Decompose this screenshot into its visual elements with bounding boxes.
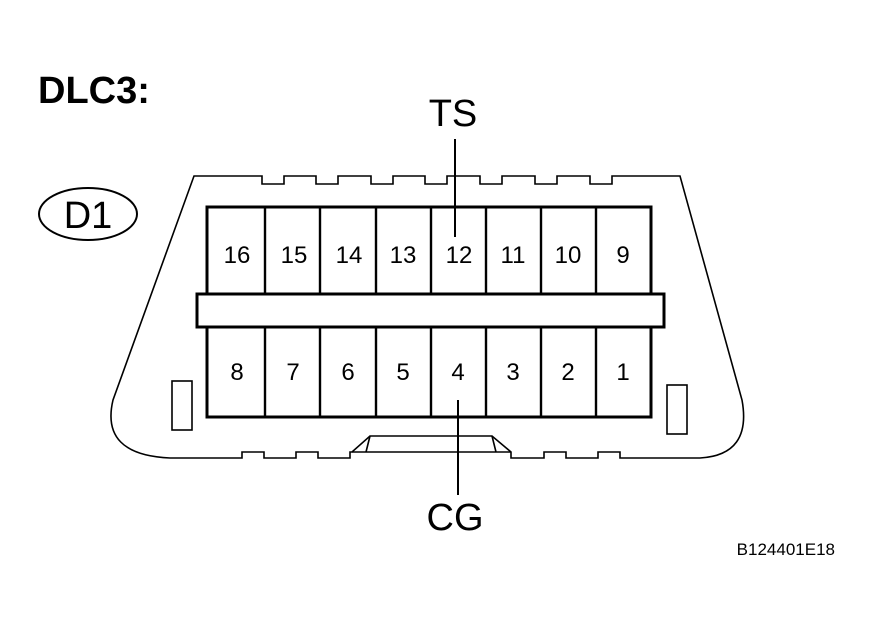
pin-7: 7 bbox=[286, 359, 299, 386]
top-row-pins: 16 15 14 13 12 11 10 9 bbox=[224, 242, 630, 269]
bottom-row-pins: 8 7 6 5 4 3 2 1 bbox=[230, 359, 629, 386]
pin-14: 14 bbox=[336, 242, 363, 269]
pin-16: 16 bbox=[224, 242, 251, 269]
connector-housing bbox=[110, 175, 745, 459]
connector-key-slot bbox=[352, 435, 511, 453]
bottom-row-dividers bbox=[263, 327, 598, 417]
figure-code: B124401E18 bbox=[737, 540, 835, 559]
pin-10: 10 bbox=[555, 242, 582, 269]
top-row-dividers bbox=[263, 207, 598, 294]
pin-15: 15 bbox=[281, 242, 308, 269]
right-latch bbox=[666, 384, 688, 435]
label-ts: TS bbox=[429, 93, 478, 135]
pin-12: 12 bbox=[446, 242, 473, 269]
pin-3: 3 bbox=[506, 359, 519, 386]
pin-11: 11 bbox=[501, 242, 526, 269]
pin-9: 9 bbox=[616, 242, 629, 269]
diagram-title: DLC3: bbox=[38, 70, 150, 112]
center-divider bbox=[195, 292, 666, 329]
label-cg: CG bbox=[427, 497, 484, 539]
pin-1: 1 bbox=[616, 359, 629, 386]
pin-13: 13 bbox=[390, 242, 417, 269]
pin-2: 2 bbox=[561, 359, 574, 386]
left-latch bbox=[171, 380, 193, 431]
pin-6: 6 bbox=[341, 359, 354, 386]
pin-4: 4 bbox=[451, 359, 464, 386]
connector-id-label: D1 bbox=[64, 195, 113, 237]
pin-8: 8 bbox=[230, 359, 243, 386]
pin-5: 5 bbox=[396, 359, 409, 386]
connector-id-badge: D1 bbox=[38, 187, 138, 241]
